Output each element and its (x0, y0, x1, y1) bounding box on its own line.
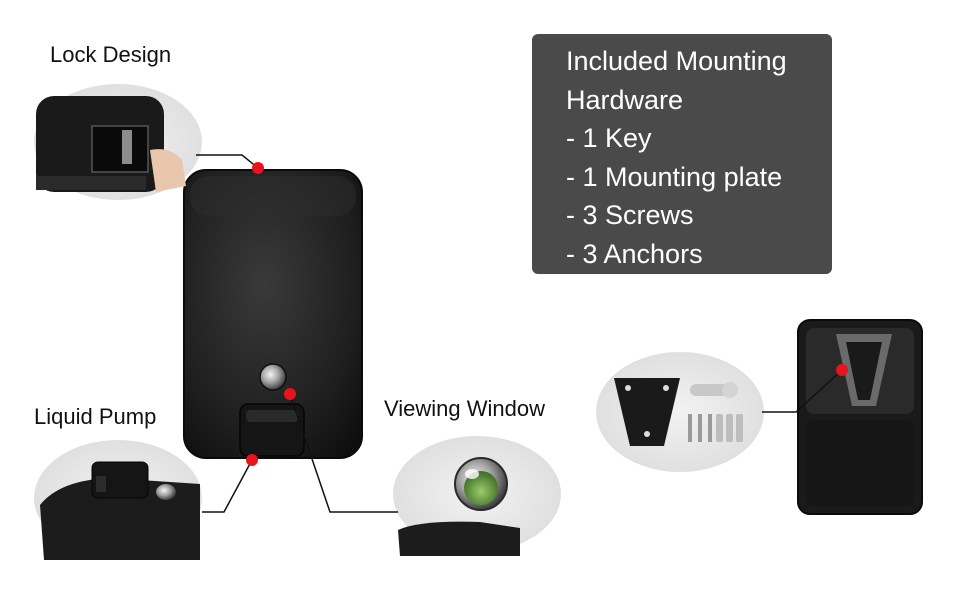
mounting-hardware-zoom (596, 352, 764, 472)
info-line: Hardware (566, 84, 684, 115)
info-line: - 3 Anchors (566, 238, 703, 269)
liquid-pump-label: Liquid Pump (34, 404, 157, 429)
main-dispenser (183, 169, 363, 459)
marker-mount (836, 364, 848, 376)
callout-lines (196, 154, 843, 513)
info-line: - 3 Screws (566, 200, 694, 230)
marker-lock (252, 162, 264, 174)
viewing-window-lens (259, 363, 287, 391)
lock-design-label: Lock Design (50, 42, 172, 67)
back-view-dispenser (797, 319, 923, 515)
info-line: - 1 Mounting plate (566, 161, 783, 192)
liquid-pump-zoom (34, 440, 202, 560)
included-hardware-box: Included Mounting Hardware - 1 Key - 1 M… (532, 34, 832, 274)
viewing-window-zoom (393, 436, 561, 556)
red-markers (246, 162, 848, 466)
lock-design-zoom (34, 84, 202, 200)
viewing-window-label: Viewing Window (384, 396, 546, 421)
info-line: Included Mounting (566, 46, 787, 76)
marker-window (284, 388, 296, 400)
marker-pump (246, 454, 258, 466)
info-line: - 1 Key (566, 123, 652, 153)
